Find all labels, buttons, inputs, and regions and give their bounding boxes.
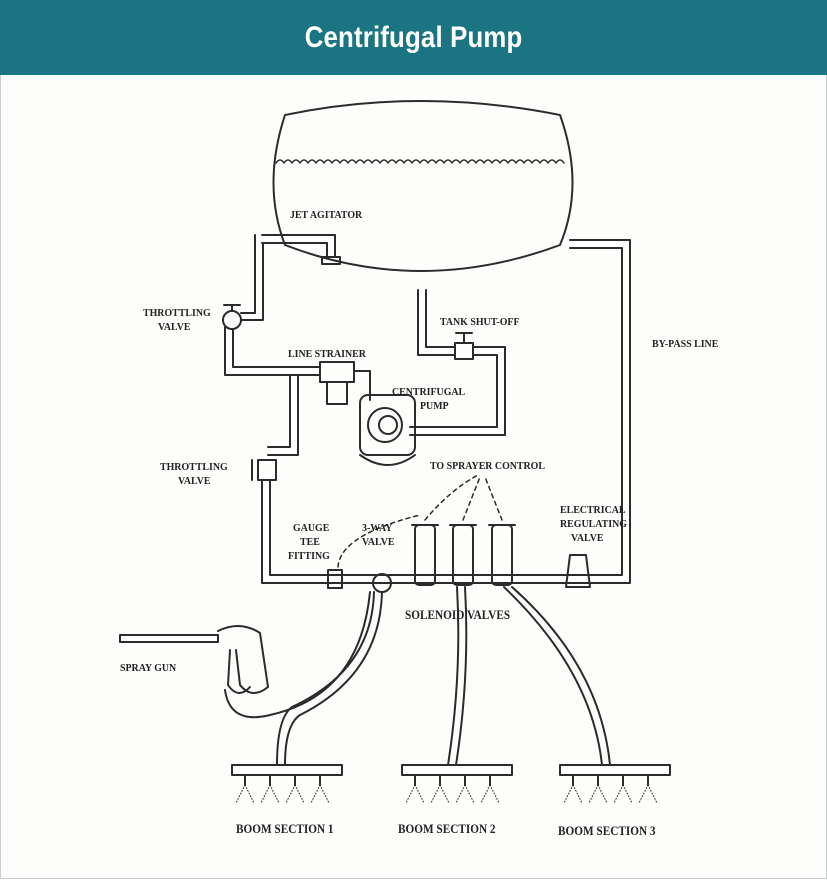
boom-3 <box>559 764 671 776</box>
title-bar: Centrifugal Pump <box>0 0 827 75</box>
label-bypass-line: BY-PASS LINE <box>652 338 719 350</box>
line-strainer <box>319 361 355 383</box>
spray-gun-hose <box>224 591 371 719</box>
tank-liquid-line <box>275 159 565 164</box>
label-spray-gun: SPRAY GUN <box>120 662 177 674</box>
label-electrical-a: ELECTRICAL <box>560 504 626 516</box>
label-electrical-b: REGULATING <box>560 518 627 530</box>
tank <box>272 100 574 272</box>
spray-gun <box>119 634 219 643</box>
label-throttling-valve-2b: VALVE <box>178 475 211 487</box>
label-centrifugal-pump-a: CENTRIFUGAL <box>392 386 466 398</box>
label-tank-shutoff: TANK SHUT-OFF <box>440 316 520 328</box>
tank-outlet <box>417 289 456 356</box>
label-boom-section-1: BOOM SECTION 1 <box>236 822 334 836</box>
label-boom-section-2: BOOM SECTION 2 <box>398 822 496 836</box>
boom-2 <box>401 764 513 776</box>
label-throttling-valve-2a: THROTTLING <box>160 461 228 473</box>
centrifugal-pump-impeller <box>367 407 403 443</box>
jet-agitator-nozzle <box>321 256 341 265</box>
spray-patterns <box>235 784 658 804</box>
gauge-tee-fitting <box>327 569 343 589</box>
tank-shutoff-valve <box>454 342 474 360</box>
plumbing-schematic <box>119 100 671 804</box>
label-gauge-tee-b: TEE <box>300 536 320 548</box>
jet-agitator-pipe <box>261 234 336 258</box>
label-line-strainer: LINE STRAINER <box>288 348 366 360</box>
label-centrifugal-pump-b: PUMP <box>420 400 449 412</box>
electrical-regulating-valve <box>565 554 591 588</box>
hose-boom-3 <box>511 586 611 766</box>
throttling-valve-2 <box>257 459 277 481</box>
centrifugal-pump-body <box>359 394 416 456</box>
diagram-title: Centrifugal Pump <box>304 20 523 54</box>
label-throttling-valve-1a: THROTTLING <box>143 307 211 319</box>
boom-1 <box>231 764 343 776</box>
label-electrical-c: VALVE <box>571 532 604 544</box>
sprayer-diagram: JET AGITATOR THROTTLING VALVE TANK SHUT-… <box>0 75 827 875</box>
label-to-sprayer-control: TO SPRAYER CONTROL <box>430 460 545 472</box>
label-gauge-tee-c: FITTING <box>288 550 330 562</box>
label-jet-agitator: JET AGITATOR <box>290 209 363 221</box>
label-three-way-a: 3-WAY <box>362 522 393 534</box>
label-three-way-b: VALVE <box>362 536 395 548</box>
label-boom-section-3: BOOM SECTION 3 <box>558 824 656 838</box>
label-gauge-tee-a: GAUGE <box>293 522 330 534</box>
hose-boom-2 <box>455 586 468 766</box>
label-solenoid-valves: SOLENOID VALVES <box>405 608 511 622</box>
main-manifold <box>329 239 631 584</box>
label-throttling-valve-1b: VALVE <box>158 321 191 333</box>
hose-boom-1 <box>284 591 383 766</box>
